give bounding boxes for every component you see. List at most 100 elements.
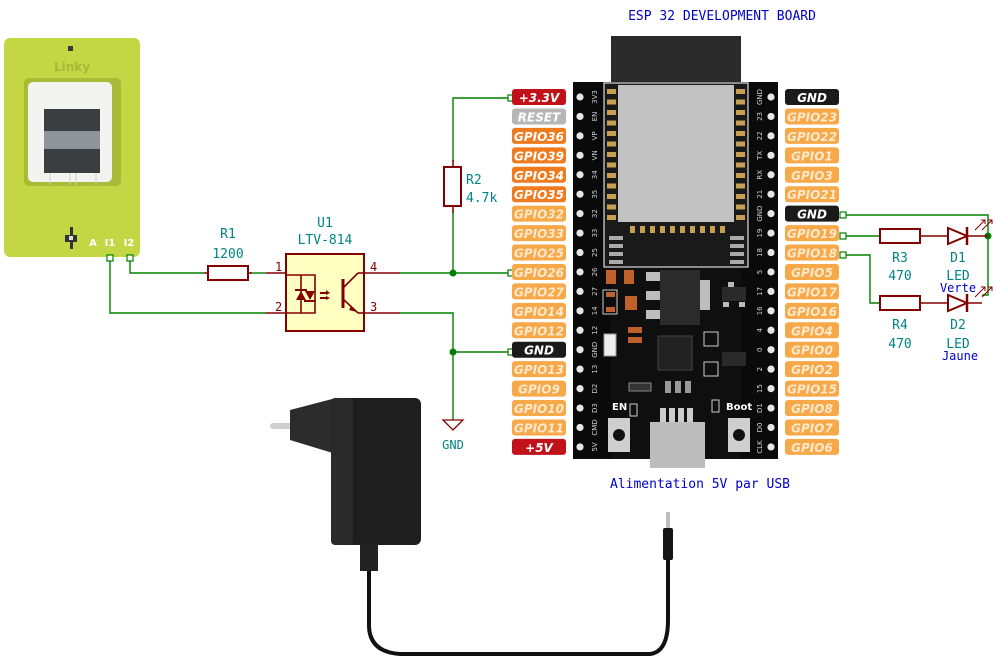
d1-value: LED — [946, 269, 970, 284]
pin-label: GPIO26 — [514, 266, 564, 280]
optocoupler-u1[interactable]: U1 LTV-814 1 — [266, 216, 400, 332]
left-pin-labels: +3.3V RESET GPIO36GPIO39GPIO34GPIO35GPIO32… — [512, 89, 566, 455]
pin-silkscreen: 21 — [756, 190, 764, 199]
resistor-r4[interactable]: R4 470 — [879, 295, 948, 352]
pin-hole-icon — [767, 151, 775, 159]
right-pin-gpio21[interactable]: GPIO21 — [785, 186, 839, 203]
right-pin-gpio8[interactable]: GPIO8 — [785, 400, 839, 417]
right-pin-gnd[interactable]: GND — [785, 205, 839, 222]
right-pin-gpio3[interactable]: GPIO3 — [785, 166, 839, 183]
u1-value: LTV-814 — [298, 233, 353, 248]
pin-hole-icon — [576, 404, 584, 412]
right-pin-gpio18[interactable]: GPIO18 — [785, 244, 839, 261]
pin-hole-icon — [767, 365, 775, 373]
left-pin-gpio33[interactable]: GPIO33 — [512, 225, 566, 242]
left-pin-gpio27[interactable]: GPIO27 — [512, 283, 566, 300]
pin-silkscreen: TX — [756, 151, 764, 161]
en-button-label: EN — [612, 402, 627, 413]
linky-tic-plug-icon — [65, 227, 77, 249]
pin-hole-icon — [576, 210, 584, 218]
r3-value: 470 — [888, 269, 911, 284]
linky-terminal-i2: I2 — [124, 238, 135, 249]
pin-label-bg — [512, 400, 566, 417]
left-pin-reset[interactable]: RESET — [512, 108, 566, 125]
right-pin-gpio0[interactable]: GPIO0 — [785, 341, 839, 358]
right-pin-gpio1[interactable]: GPIO1 — [785, 147, 839, 164]
left-pin-gpio11[interactable]: GPIO11 — [512, 419, 566, 436]
pin-label: GPIO17 — [787, 285, 838, 299]
left-pin-gpio34[interactable]: GPIO34 — [512, 166, 566, 183]
left-pin-33v[interactable]: +3.3V — [512, 89, 566, 105]
pin-hole-icon — [576, 93, 584, 101]
pin-label: GPIO27 — [514, 285, 565, 299]
right-pin-gpio16[interactable]: GPIO16 — [785, 302, 839, 319]
en-button[interactable]: EN — [608, 402, 630, 452]
left-pin-gpio26[interactable]: GPIO26 — [512, 263, 566, 280]
d1-color-note: Verte — [940, 281, 976, 295]
pin-label: +5V — [525, 441, 554, 455]
pin-silkscreen: EN — [591, 112, 599, 122]
left-pin-gnd[interactable]: GND — [512, 341, 566, 358]
pin-label: GPIO11 — [514, 421, 564, 435]
led-d2[interactable]: D2 LED Jaune — [942, 286, 993, 363]
pin-label-bg — [785, 166, 839, 183]
left-pin-gpio9[interactable]: GPIO9 — [512, 380, 566, 397]
right-pin-gnd[interactable]: GND — [785, 89, 839, 105]
right-pin-gpio4[interactable]: GPIO4 — [785, 322, 839, 339]
right-pin-gpio19[interactable]: GPIO19 — [785, 225, 839, 242]
left-pin-gpio32[interactable]: GPIO32 — [512, 205, 566, 222]
d2-value: LED — [946, 337, 970, 352]
usb-connector — [650, 408, 705, 468]
pin-label: GPIO7 — [791, 421, 833, 435]
wire-gpio18-r4 — [842, 254, 880, 304]
terminal-gpio18 — [839, 251, 847, 259]
linky-brand: Linky — [54, 60, 90, 74]
right-pin-gpio5[interactable]: GPIO5 — [785, 263, 839, 280]
right-pin-gpio23[interactable]: GPIO23 — [785, 108, 839, 125]
pin-silkscreen: 4 — [756, 328, 764, 333]
right-pin-labels: GNDGPIO23GPIO22GPIO1GPIO3GPIO21GNDGPIO19… — [785, 89, 839, 455]
linky-display-band — [44, 131, 100, 149]
u1-led-icon — [295, 289, 357, 312]
terminal-i1 — [106, 254, 114, 262]
pin-label: GPIO8 — [791, 402, 833, 416]
right-pin-gpio22[interactable]: GPIO22 — [785, 127, 839, 144]
pin-label-bg — [512, 147, 566, 164]
terminal-gpio19 — [839, 232, 847, 240]
boot-button[interactable]: Boot — [726, 402, 752, 452]
right-pin-gpio17[interactable]: GPIO17 — [785, 283, 839, 300]
left-pin-gpio14[interactable]: GPIO14 — [512, 302, 566, 319]
pin-label-bg — [785, 147, 839, 164]
pin-label: GND — [797, 91, 827, 105]
left-pin-gpio36[interactable]: GPIO36 — [512, 127, 566, 144]
pin-label: GPIO0 — [791, 344, 833, 358]
left-pin-gpio12[interactable]: GPIO12 — [512, 322, 566, 339]
left-pin-gpio10[interactable]: GPIO10 — [512, 400, 566, 417]
pin-silkscreen: 2 — [756, 367, 764, 371]
resistor-r2[interactable]: R2 4.7k — [443, 160, 497, 213]
r3-ref: R3 — [892, 251, 908, 266]
gnd-icon — [441, 419, 465, 431]
left-pin-gpio39[interactable]: GPIO39 — [512, 147, 566, 164]
resistor-r1[interactable]: R1 1200 — [204, 227, 252, 281]
linky-led-icon — [68, 46, 73, 51]
pin-silkscreen: 13 — [591, 365, 599, 374]
right-pin-gpio6[interactable]: GPIO6 — [785, 438, 839, 455]
left-pin-gpio25[interactable]: GPIO25 — [512, 244, 566, 261]
left-pin-gpio35[interactable]: GPIO35 — [512, 186, 566, 203]
d2-color-note: Jaune — [942, 349, 978, 363]
pin-label: GPIO10 — [514, 402, 564, 416]
left-pin-5v[interactable]: +5V — [512, 438, 566, 455]
right-pin-gpio2[interactable]: GPIO2 — [785, 361, 839, 378]
left-pin-gpio13[interactable]: GPIO13 — [512, 361, 566, 378]
resistor-r3[interactable]: R3 470 — [879, 228, 948, 284]
d2-ref: D2 — [950, 318, 966, 333]
pin-hole-icon — [576, 423, 584, 432]
pin-label-bg — [785, 419, 839, 436]
led-d1[interactable]: D1 LED Verte — [940, 219, 993, 295]
right-pin-gpio7[interactable]: GPIO7 — [785, 419, 839, 436]
pin-hole-icon — [576, 385, 584, 393]
pin-label-bg — [512, 283, 566, 300]
pin-label: GPIO33 — [514, 227, 564, 241]
right-pin-gpio15[interactable]: GPIO15 — [785, 380, 839, 397]
